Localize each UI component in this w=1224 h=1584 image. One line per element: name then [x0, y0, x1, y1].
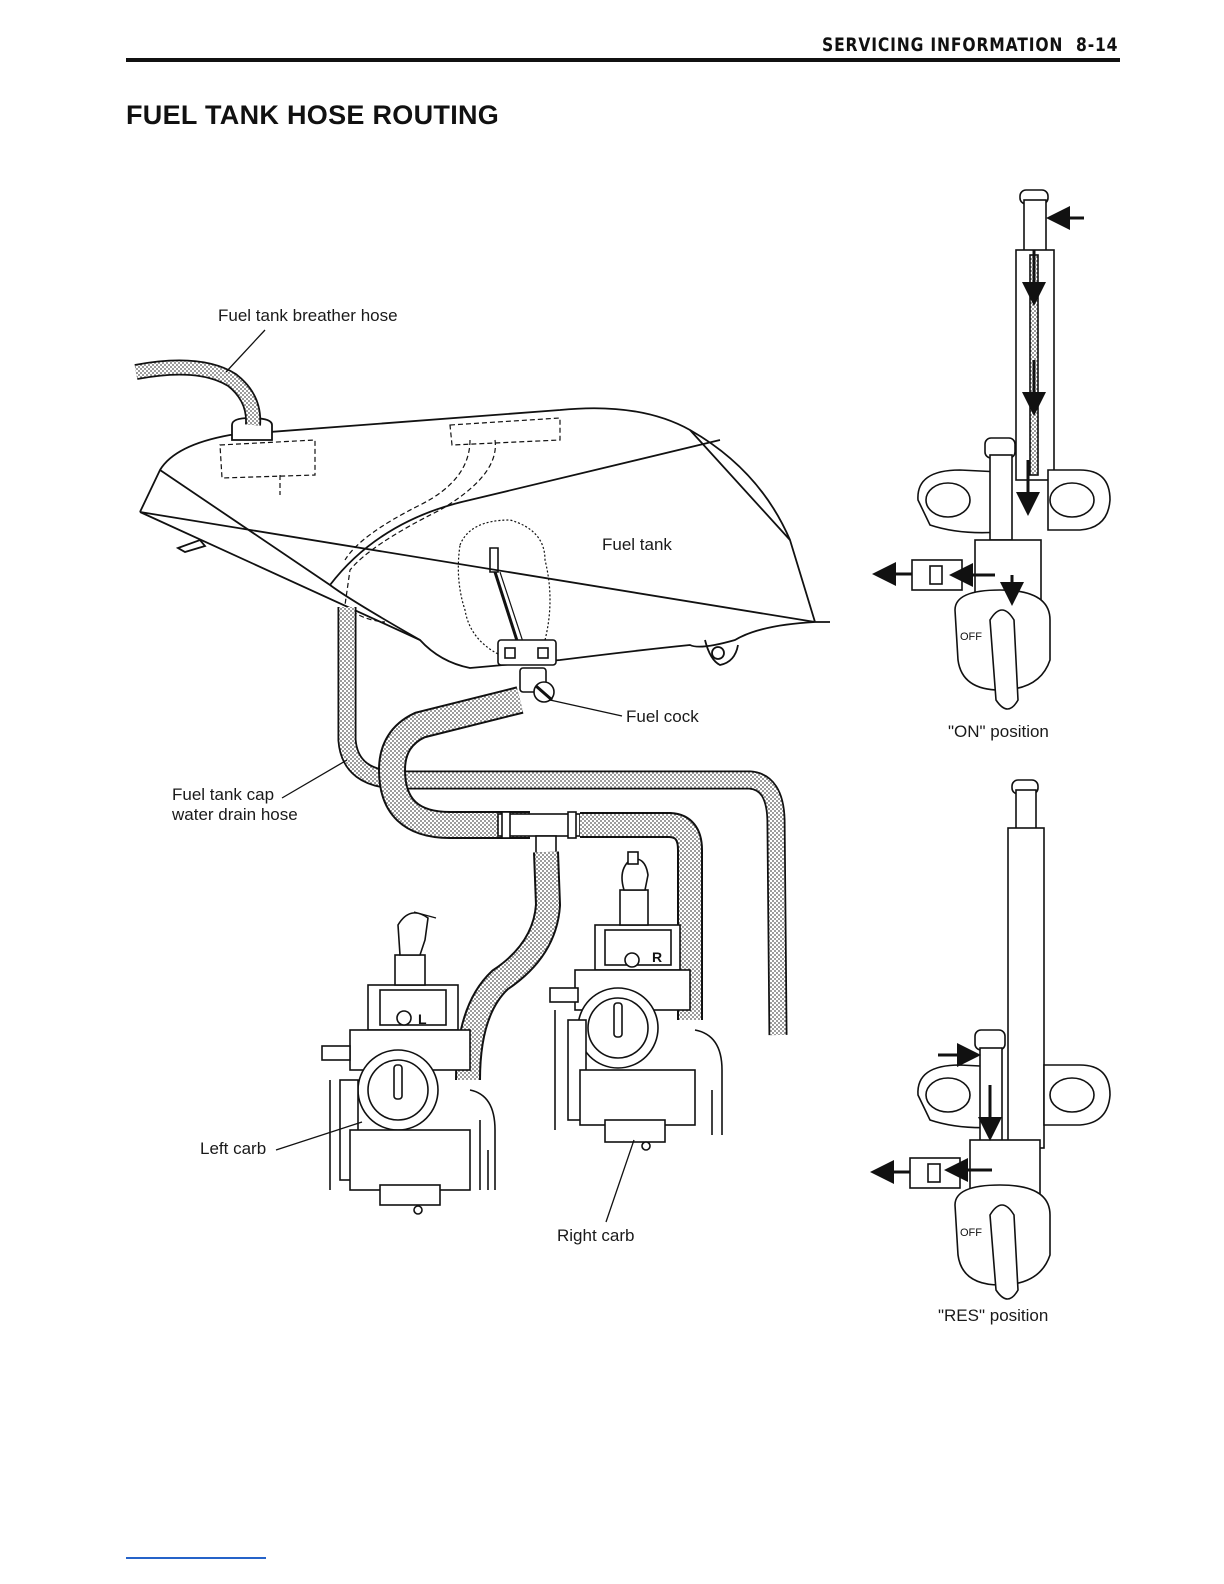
label-left-carb: Left carb: [200, 1139, 266, 1159]
label-fuel-cock: Fuel cock: [626, 707, 699, 727]
label-on-position: "ON" position: [948, 722, 1049, 742]
left-carburetor: [322, 912, 495, 1214]
fuel-cock-res-diagram: [910, 780, 1110, 1299]
t-fitting: [498, 812, 580, 854]
footer-rule: [126, 1557, 266, 1559]
label-breather-hose: Fuel tank breather hose: [218, 306, 398, 326]
label-res-position: "RES" position: [938, 1306, 1048, 1326]
off-mark-res: OFF: [960, 1227, 982, 1239]
label-drain-hose-1: Fuel tank cap: [172, 785, 274, 805]
tank-internal-outline: [220, 418, 560, 622]
fuel-cock-on-diagram: [912, 190, 1110, 709]
off-mark-on: OFF: [960, 631, 982, 643]
right-carb-mark: R: [652, 949, 662, 965]
fuel-hose-main: [392, 700, 530, 825]
fuel-tank: [140, 408, 830, 668]
left-carb-mark: L: [418, 1011, 427, 1027]
label-right-carb: Right carb: [557, 1226, 634, 1246]
label-fuel-tank: Fuel tank: [602, 535, 672, 555]
fuel-hose-left: [468, 852, 548, 1080]
label-drain-hose-2: water drain hose: [172, 805, 298, 825]
fuel-level-window: [458, 520, 550, 655]
